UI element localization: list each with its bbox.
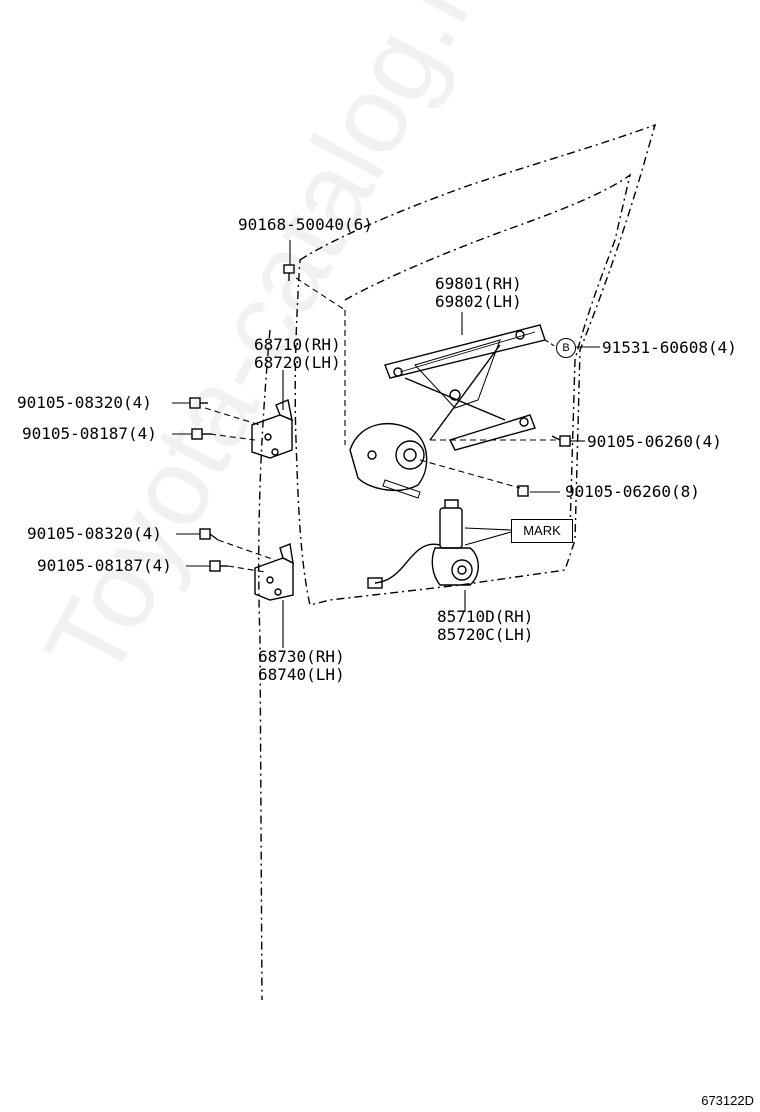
label-90168-50040: 90168-50040(6) — [238, 215, 373, 234]
label-90105-08320-upper: 90105-08320(4) — [17, 393, 152, 412]
window-motor — [367, 499, 479, 589]
bolt-icon-reg-1 — [551, 435, 571, 447]
label-69801: 69801(RH) — [435, 274, 522, 293]
label-90105-08187-lower: 90105-08187(4) — [37, 556, 172, 575]
label-85720C: 85720C(LH) — [437, 625, 534, 644]
diagram-code: 673122D — [701, 1093, 754, 1108]
label-68730: 68730(RH) — [258, 647, 345, 666]
label-85710D: 85710D(RH) — [437, 607, 534, 626]
label-90105-06260-8: 90105-06260(8) — [565, 482, 700, 501]
label-69802: 69802(LH) — [435, 292, 522, 311]
label-91531-60608: 91531-60608(4) — [602, 338, 737, 357]
bolt-icon-upper-1 — [189, 397, 208, 409]
label-90105-06260-4: 90105-06260(4) — [587, 432, 722, 451]
label-90105-08320-lower: 90105-08320(4) — [27, 524, 162, 543]
door-outline — [258, 123, 657, 1001]
bolt-icon-lower-1 — [199, 528, 219, 541]
label-68720: 68720(LH) — [254, 353, 341, 372]
bolt-icon-top — [283, 264, 295, 281]
bolt-icon-reg-2 — [517, 485, 529, 497]
regulator-gear — [349, 422, 428, 499]
label-68710: 68710(RH) — [254, 335, 341, 354]
b-marker: B — [556, 338, 576, 358]
lower-hinge — [254, 543, 294, 601]
window-regulator — [384, 324, 546, 451]
label-68740: 68740(LH) — [258, 665, 345, 684]
upper-hinge — [251, 399, 293, 459]
bolt-icon-lower-2 — [209, 560, 228, 572]
leader-lines — [172, 240, 600, 648]
bolt-icons — [189, 264, 571, 572]
mark-box: MARK — [511, 519, 573, 543]
bolt-icon-upper-2 — [191, 428, 212, 440]
label-90105-08187-upper: 90105-08187(4) — [22, 424, 157, 443]
